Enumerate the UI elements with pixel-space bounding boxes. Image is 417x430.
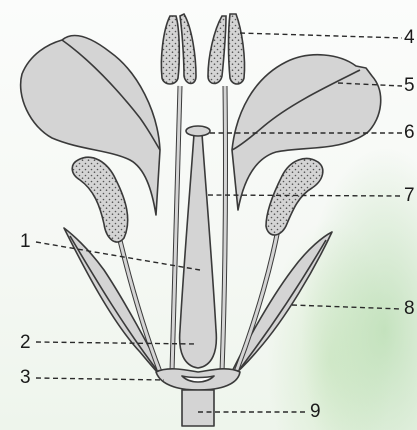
label-3: 3 bbox=[20, 368, 31, 387]
label-7: 7 bbox=[404, 186, 415, 205]
label-4: 4 bbox=[404, 28, 415, 47]
pistil bbox=[180, 134, 217, 368]
anther-top-left-2 bbox=[180, 14, 196, 84]
stigma bbox=[186, 126, 210, 136]
anther-top-right-2 bbox=[229, 14, 245, 84]
anther-side-right bbox=[266, 158, 323, 235]
label-5: 5 bbox=[404, 76, 415, 95]
label-8: 8 bbox=[404, 299, 415, 318]
label-9: 9 bbox=[310, 402, 321, 421]
anther-side-left bbox=[72, 157, 127, 242]
anther-top-left bbox=[161, 16, 179, 84]
label-6: 6 bbox=[404, 123, 415, 142]
anther-top-right bbox=[208, 16, 226, 84]
flower-stalk bbox=[182, 390, 214, 426]
label-1: 1 bbox=[20, 232, 31, 251]
label-2: 2 bbox=[20, 333, 31, 352]
